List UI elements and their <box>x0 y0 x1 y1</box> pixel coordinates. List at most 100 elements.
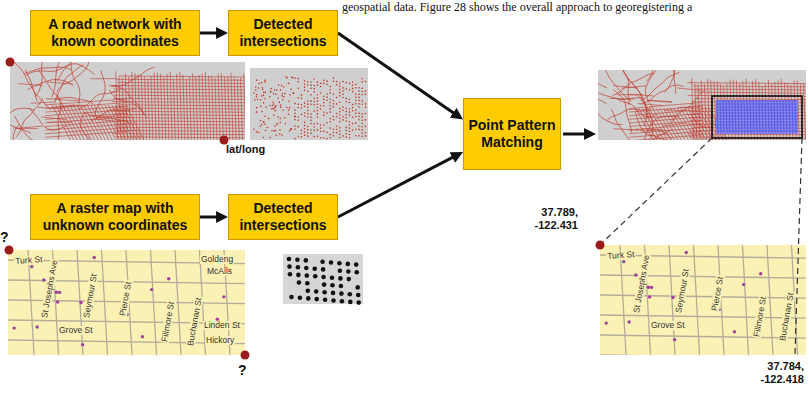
road-line <box>768 100 769 134</box>
intersection-dot <box>323 298 328 303</box>
box-text: Detected intersections <box>233 16 333 50</box>
road-line <box>57 62 90 92</box>
intersection-dot <box>361 78 363 80</box>
road-line <box>177 74 179 140</box>
intersection-dot <box>291 128 293 130</box>
intersection-dot <box>326 138 328 140</box>
street-line <box>600 295 806 299</box>
intersection-dot <box>297 126 299 128</box>
intersection-dot <box>326 93 328 95</box>
intersection-dot <box>305 281 310 286</box>
intersection-dot <box>345 88 347 90</box>
intersection-dot <box>352 104 354 106</box>
dashed-leader <box>603 138 712 242</box>
intersection-dot <box>284 93 286 95</box>
intersection-dot <box>264 115 266 117</box>
intersection-dot <box>338 269 343 274</box>
intersection-dot <box>288 272 293 277</box>
intersection-dot <box>301 130 303 132</box>
road-line <box>629 129 672 140</box>
poi-dot <box>141 335 144 338</box>
intersection-dot <box>323 137 325 139</box>
intersection-dot <box>262 89 264 91</box>
intersection-dot <box>349 121 351 123</box>
intersection-dot <box>301 98 303 100</box>
road-line <box>598 86 607 104</box>
intersection-dot <box>287 264 292 269</box>
poi-dot <box>733 330 736 333</box>
intersection-dot <box>329 111 331 113</box>
intersection-dot <box>355 87 357 89</box>
intersection-dot <box>352 91 354 93</box>
intersection-dot <box>258 132 260 134</box>
intersection-dot <box>365 126 367 128</box>
intersection-dot <box>307 100 309 102</box>
road-line <box>613 129 638 131</box>
intersection-dot <box>289 295 294 300</box>
intersection-dot <box>260 99 262 101</box>
input-box: A road network with known coordinates <box>30 10 200 56</box>
intersection-dot <box>317 107 319 109</box>
box-text: Point Pattern Matching <box>468 117 556 151</box>
intersection-dot <box>297 107 299 109</box>
intersection-dot <box>304 90 306 92</box>
intersection-dot <box>336 103 338 105</box>
road-line <box>629 124 702 130</box>
intersection-dot <box>269 105 271 107</box>
road-line <box>629 110 702 116</box>
intersection-dot <box>358 135 360 137</box>
road-line <box>646 70 661 81</box>
intersection-dot <box>355 100 357 102</box>
road-line <box>111 67 155 86</box>
intersection-dot <box>265 130 267 132</box>
intersection-dot <box>361 132 363 134</box>
intersection-dot <box>339 85 341 87</box>
intersection-dot <box>256 107 258 109</box>
intersection-dot <box>274 110 276 112</box>
corner-dot <box>5 246 14 255</box>
street-line <box>600 315 806 319</box>
intersection-dot <box>306 296 311 301</box>
intersection-dot <box>342 87 344 89</box>
intersection-dot <box>255 89 257 91</box>
road-line <box>716 119 798 120</box>
road-line <box>48 122 73 123</box>
street-line <box>694 245 700 355</box>
intersection-dot <box>333 81 335 83</box>
poi-dot <box>150 288 153 291</box>
intersection-dot <box>273 108 275 110</box>
road-line <box>647 100 672 101</box>
intersection-dot <box>342 93 344 95</box>
intersection-dot <box>313 91 315 93</box>
intersection-dot <box>355 116 357 118</box>
intersection-dot <box>293 93 295 95</box>
road-line <box>723 100 724 134</box>
road-line <box>678 106 703 108</box>
road-line <box>80 112 94 140</box>
intersection-dot <box>346 269 351 274</box>
intersection-dot <box>313 97 315 99</box>
intersection-dot <box>331 298 336 303</box>
intersection-dot <box>336 116 338 118</box>
poi-dot <box>604 321 607 324</box>
intersection-dot <box>255 86 257 88</box>
road-line <box>694 92 806 93</box>
intersection-dot <box>288 83 290 85</box>
intersection-dot <box>338 276 343 281</box>
intersection-dot <box>289 107 291 109</box>
intersection-dot <box>313 110 315 112</box>
intersection-dot <box>345 133 347 135</box>
intersection-dot <box>333 116 335 118</box>
intersection-dot <box>297 135 299 137</box>
intersection-dot <box>290 89 292 91</box>
road-line <box>13 125 25 140</box>
intersection-dot <box>336 113 338 115</box>
intersection-dot <box>294 119 296 121</box>
road-line <box>45 110 127 116</box>
intersection-dot <box>355 135 357 137</box>
road-line <box>716 101 798 102</box>
intersection-dot <box>310 132 312 134</box>
street-line <box>28 250 34 355</box>
intersection-dot <box>288 109 290 111</box>
